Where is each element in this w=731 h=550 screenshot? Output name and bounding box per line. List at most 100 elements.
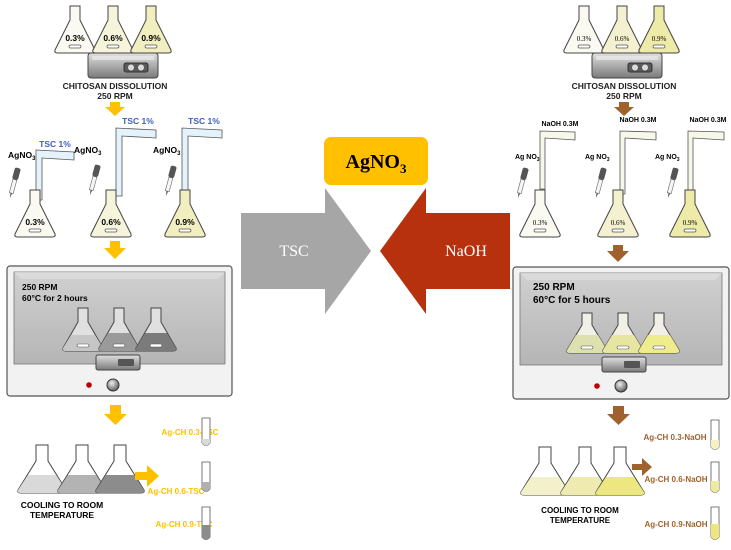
cooling-flask-3 bbox=[95, 444, 145, 494]
dropper-label: Ag NO bbox=[585, 154, 607, 161]
reagent-set-3: NaOH 0.3M Ag NO3 bbox=[655, 117, 727, 198]
top-flask-2: 0.6% bbox=[92, 5, 134, 54]
product-label: Ag-CH 0.9-NaOH bbox=[644, 520, 707, 529]
mid-flask-label: 0.3% bbox=[533, 219, 548, 227]
oven-rpm: 250 RPM bbox=[22, 282, 57, 292]
mid-flask-1: 0.3% bbox=[519, 189, 561, 238]
cooling-flask-1 bbox=[17, 444, 67, 494]
svg-text:Ag NO3: Ag NO3 bbox=[585, 154, 610, 163]
down-arrow-1 bbox=[105, 102, 125, 116]
top-flask-2: 0.6% bbox=[601, 5, 643, 54]
dropper bbox=[88, 164, 101, 195]
dropper bbox=[164, 165, 177, 196]
agno3-box bbox=[324, 137, 428, 185]
naoh-arrow-label: NaOH bbox=[445, 243, 487, 260]
svg-text:Ag NO3: Ag NO3 bbox=[515, 154, 540, 163]
naoh-branch: 0.3% 0.6% 0.9% CHITOSAN DISSOLUTION 250 … bbox=[512, 5, 730, 540]
reagent-label: NaOH 0.3M bbox=[690, 117, 727, 124]
dissolution-rpm: 250 RPM bbox=[97, 91, 132, 101]
oven-condition: 60°C for 5 hours bbox=[533, 295, 611, 306]
mid-flask-label: 0.9% bbox=[175, 217, 195, 227]
reagent-label: TSC 1% bbox=[122, 116, 154, 126]
tsc-arrow bbox=[241, 188, 371, 314]
cooling-label: COOLING TO ROOM bbox=[541, 506, 619, 515]
mid-flask-1: 0.3% bbox=[14, 189, 56, 238]
top-flask-1: 0.3% bbox=[563, 5, 605, 54]
product-tube-2 bbox=[201, 461, 211, 492]
mid-flask-label: 0.3% bbox=[25, 217, 45, 227]
oven-condition: 60°C for 2 hours bbox=[22, 293, 88, 303]
dissolution-rpm: 250 RPM bbox=[606, 91, 641, 101]
top-flask-3: 0.9% bbox=[638, 5, 680, 54]
svg-text:Ag NO3: Ag NO3 bbox=[655, 154, 680, 163]
product-tube-2 bbox=[710, 461, 720, 493]
magnetic-stirrer bbox=[591, 52, 663, 79]
product-label: Ag-CH 0.6-NaOH bbox=[644, 475, 707, 484]
reagent-set-2: NaOH 0.3M Ag NO3 bbox=[585, 117, 657, 198]
product-tube-3 bbox=[201, 506, 211, 540]
tsc-arrow-label: TSC bbox=[279, 243, 308, 260]
cooling-label: COOLING TO ROOM bbox=[21, 500, 103, 510]
incubator-oven: 250 RPM 60°C for 2 hours bbox=[6, 265, 233, 397]
product-tube-3 bbox=[710, 506, 720, 540]
reagent-set-1: NaOH 0.3M Ag NO3 bbox=[515, 121, 579, 198]
top-flask-1: 0.3% bbox=[54, 5, 96, 54]
svg-text:AgNO3: AgNO3 bbox=[153, 145, 181, 157]
oven-knob bbox=[106, 378, 120, 392]
dropper bbox=[516, 167, 529, 198]
dropper bbox=[666, 167, 679, 198]
svg-text:AgNO3: AgNO3 bbox=[74, 145, 102, 157]
down-arrow-3 bbox=[607, 406, 630, 425]
down-arrow-1 bbox=[614, 102, 634, 116]
oven-flask-3 bbox=[638, 312, 680, 354]
top-flask-label: 0.6% bbox=[103, 33, 123, 43]
mid-flask-3: 0.9% bbox=[164, 189, 206, 238]
top-flask-label: 0.3% bbox=[577, 35, 592, 43]
dropper-label: AgNO bbox=[74, 145, 98, 155]
mid-flask-label: 0.6% bbox=[611, 219, 626, 227]
down-arrow-3 bbox=[104, 405, 127, 425]
top-flask-label: 0.6% bbox=[615, 35, 630, 43]
magnetic-stirrer bbox=[87, 52, 159, 79]
dropper bbox=[8, 167, 21, 198]
mid-flask-label: 0.6% bbox=[101, 217, 121, 227]
mid-flask-2: 0.6% bbox=[90, 189, 132, 238]
down-arrow-2 bbox=[104, 241, 126, 259]
reagent-set-2: TSC 1% AgNO3 bbox=[74, 116, 157, 197]
right-arrow bbox=[632, 458, 652, 476]
oven-flask-3 bbox=[135, 307, 177, 352]
dissolution-title: CHITOSAN DISSOLUTION bbox=[63, 81, 168, 91]
top-flask-label: 0.9% bbox=[652, 35, 667, 43]
cooling-label-2: TEMPERATURE bbox=[550, 516, 611, 525]
oven-rpm: 250 RPM bbox=[533, 282, 575, 293]
mid-flask-label: 0.9% bbox=[683, 219, 698, 227]
dropper-label: AgNO bbox=[8, 150, 32, 160]
mid-flask-2: 0.6% bbox=[597, 189, 639, 238]
center-legend: AgNO3 TSC NaOH bbox=[241, 137, 510, 314]
dropper-label: Ag NO bbox=[515, 154, 537, 161]
product-label: Ag-CH 0.9-TSC bbox=[156, 520, 213, 529]
oven-knob bbox=[614, 379, 628, 393]
dropper-label: Ag NO bbox=[655, 154, 677, 161]
dropper bbox=[594, 167, 607, 198]
cooling-flask-3 bbox=[595, 446, 645, 496]
reagent-label: TSC 1% bbox=[188, 116, 220, 126]
power-indicator bbox=[86, 382, 92, 388]
product-tube-1 bbox=[201, 417, 211, 446]
product-label: Ag-CH 0.3-NaOH bbox=[643, 433, 706, 442]
reagent-label: NaOH 0.3M bbox=[542, 121, 579, 128]
product-label: Ag-CH 0.3-TSC bbox=[162, 428, 219, 437]
cooling-flask-1 bbox=[520, 446, 570, 496]
incubator-oven: 250 RPM 60°C for 5 hours bbox=[512, 266, 730, 400]
agno3-label: AgNO bbox=[346, 151, 400, 173]
oven-flask-1 bbox=[566, 312, 608, 354]
down-arrow-2 bbox=[607, 245, 629, 262]
right-arrow bbox=[135, 465, 159, 487]
svg-text:AgNO3: AgNO3 bbox=[346, 151, 407, 176]
top-flask-label: 0.3% bbox=[65, 33, 85, 43]
power-indicator bbox=[594, 383, 600, 389]
top-flask-label: 0.9% bbox=[141, 33, 161, 43]
product-label: Ag-CH 0.6-TSC bbox=[148, 487, 205, 496]
reagent-set-1: TSC 1% AgNO3 bbox=[8, 139, 75, 201]
